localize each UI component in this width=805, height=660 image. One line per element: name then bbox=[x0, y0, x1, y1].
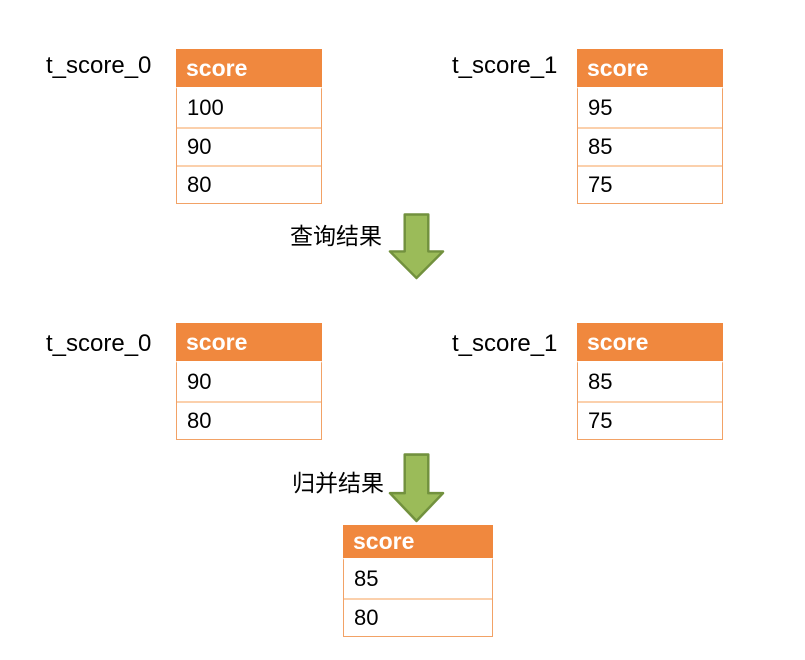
table-label-t-score-1-middle: t_score_1 bbox=[452, 330, 558, 357]
table-label-t-score-1-top: t_score_1 bbox=[452, 52, 558, 79]
table-cell: 80 bbox=[177, 401, 321, 439]
table-header: score bbox=[343, 525, 493, 558]
table-header: score bbox=[176, 49, 322, 87]
table-cell: 90 bbox=[177, 363, 321, 401]
table-t-score-0-middle: score 90 80 bbox=[176, 323, 322, 440]
table-body: 90 80 bbox=[176, 361, 322, 440]
table-cell: 80 bbox=[344, 598, 492, 636]
table-cell: 85 bbox=[578, 363, 722, 401]
table-body: 85 75 bbox=[577, 361, 723, 440]
table-label-t-score-0-top: t_score_0 bbox=[46, 52, 152, 79]
table-cell: 100 bbox=[177, 89, 321, 127]
table-t-score-1-middle: score 85 75 bbox=[577, 323, 723, 440]
table-cell: 75 bbox=[578, 401, 722, 439]
table-cell: 75 bbox=[578, 165, 722, 203]
table-cell: 85 bbox=[578, 127, 722, 165]
table-header: score bbox=[577, 49, 723, 87]
table-t-score-1-top: score 95 85 75 bbox=[577, 49, 723, 204]
table-body: 85 80 bbox=[343, 558, 493, 637]
table-cell: 90 bbox=[177, 127, 321, 165]
table-body: 95 85 75 bbox=[577, 87, 723, 204]
table-t-score-0-top: score 100 90 80 bbox=[176, 49, 322, 204]
step-label-query-result: 查询结果 bbox=[290, 223, 382, 249]
down-arrow-icon bbox=[388, 213, 445, 280]
table-cell: 95 bbox=[578, 89, 722, 127]
table-cell: 85 bbox=[344, 560, 492, 598]
step-label-merge-result: 归并结果 bbox=[292, 470, 384, 496]
table-body: 100 90 80 bbox=[176, 87, 322, 204]
table-header: score bbox=[176, 323, 322, 361]
table-header: score bbox=[577, 323, 723, 361]
table-merged-result: score 85 80 bbox=[343, 525, 493, 637]
table-cell: 80 bbox=[177, 165, 321, 203]
down-arrow-icon bbox=[388, 453, 445, 523]
table-label-t-score-0-middle: t_score_0 bbox=[46, 330, 152, 357]
